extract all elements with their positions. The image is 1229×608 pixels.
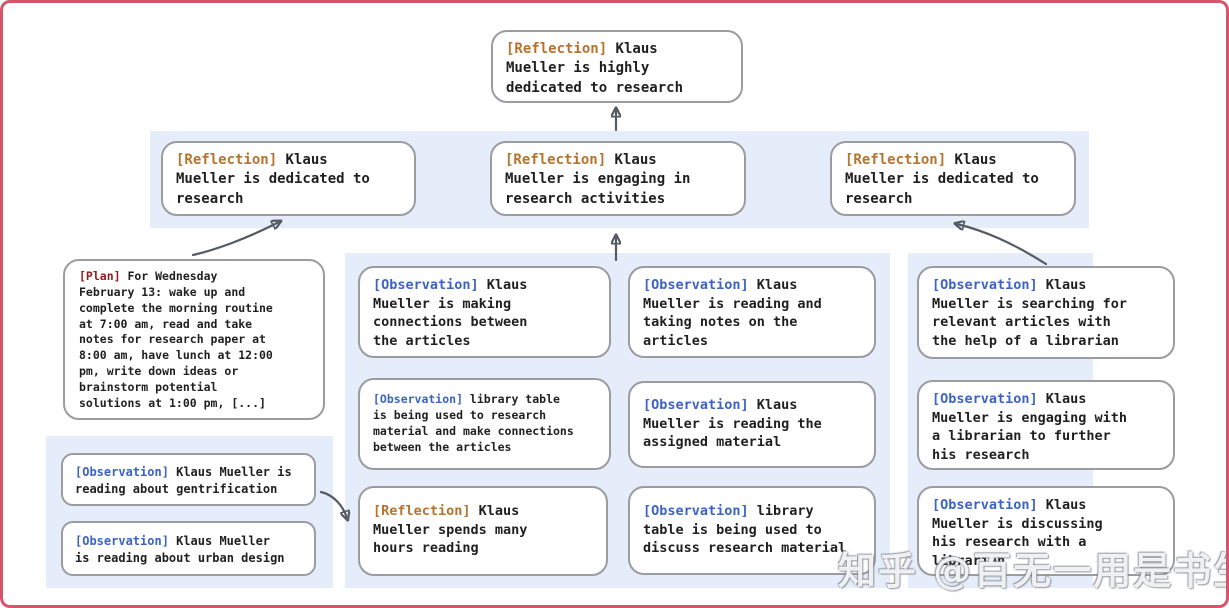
reflection-tag: [Reflection] xyxy=(845,152,947,168)
node-text: Klaus Mueller is engaging with a librari… xyxy=(932,391,1128,463)
node-reflection-hours-reading: [Reflection]Klaus Mueller spends many ho… xyxy=(358,486,608,576)
reflection-tag: [Reflection] xyxy=(506,41,608,57)
node-observation-discussing-librarian: [Observation]Klaus Mueller is discussing… xyxy=(917,486,1175,576)
node-text: Klaus Mueller is dedicated to research xyxy=(176,152,370,207)
observation-tag: [Observation] xyxy=(932,497,1038,513)
node-observation-library-discuss: [Observation]library table is being used… xyxy=(628,486,876,575)
observation-tag: [Observation] xyxy=(932,277,1038,293)
node-observation-gentrification: [Observation]Klaus Mueller is reading ab… xyxy=(61,453,316,506)
observation-tag: [Observation] xyxy=(643,277,749,293)
node-text: Klaus Mueller is discussing his research… xyxy=(932,497,1103,569)
node-text: Klaus Mueller spends many hours reading xyxy=(373,503,528,557)
node-text: For Wednesday February 13: wake up and c… xyxy=(79,269,273,410)
reflection-tag: [Reflection] xyxy=(373,503,471,519)
node-observation-urban-design: [Observation]Klaus Mueller is reading ab… xyxy=(61,521,316,576)
node-text: Klaus Mueller is searching for relevant … xyxy=(932,277,1128,349)
node-text: library table is being used to discuss r… xyxy=(643,503,847,557)
node-reflection-center: [Reflection]Klaus Mueller is engaging in… xyxy=(490,141,746,216)
node-text: library table is being used to research … xyxy=(373,392,574,454)
node-plan: [Plan]For Wednesday February 13: wake up… xyxy=(63,259,325,420)
node-observation-taking-notes: [Observation]Klaus Mueller is reading an… xyxy=(628,266,876,358)
observation-tag: [Observation] xyxy=(932,391,1038,407)
node-text: Klaus Mueller is reading about gentrific… xyxy=(75,465,292,496)
node-text: Klaus Mueller is dedicated to research xyxy=(845,152,1039,207)
node-observation-searching-articles: [Observation]Klaus Mueller is searching … xyxy=(917,266,1175,359)
node-observation-engaging-librarian: [Observation]Klaus Mueller is engaging w… xyxy=(917,380,1175,470)
node-observation-connections: [Observation]Klaus Mueller is making con… xyxy=(358,266,611,358)
node-text: Klaus Mueller is reading and taking note… xyxy=(643,277,822,349)
observation-tag: [Observation] xyxy=(373,277,479,293)
node-reflection-right: [Reflection]Klaus Mueller is dedicated t… xyxy=(830,141,1076,216)
node-text: Klaus Mueller is engaging in research ac… xyxy=(505,152,691,207)
node-observation-assigned-material: [Observation]Klaus Mueller is reading th… xyxy=(628,381,876,468)
node-observation-library-research: [Observation]library table is being used… xyxy=(358,378,611,470)
observation-tag: [Observation] xyxy=(373,392,464,406)
node-text: Klaus Mueller is highly dedicated to res… xyxy=(506,41,684,96)
observation-tag: [Observation] xyxy=(75,465,169,479)
reflection-tag: [Reflection] xyxy=(505,152,607,168)
reflection-tag: [Reflection] xyxy=(176,152,278,168)
observation-tag: [Observation] xyxy=(643,397,749,413)
observation-tag: [Observation] xyxy=(75,534,169,548)
node-reflection-left: [Reflection]Klaus Mueller is dedicated t… xyxy=(161,141,416,216)
node-text: Klaus Mueller is reading the assigned ma… xyxy=(643,397,822,451)
node-text: Klaus Mueller is making connections betw… xyxy=(373,277,528,349)
node-reflection-top: [Reflection]Klaus Mueller is highly dedi… xyxy=(491,30,743,103)
node-text: Klaus Mueller is reading about urban des… xyxy=(75,534,285,565)
observation-tag: [Observation] xyxy=(643,503,749,519)
plan-tag: [Plan] xyxy=(79,269,121,283)
